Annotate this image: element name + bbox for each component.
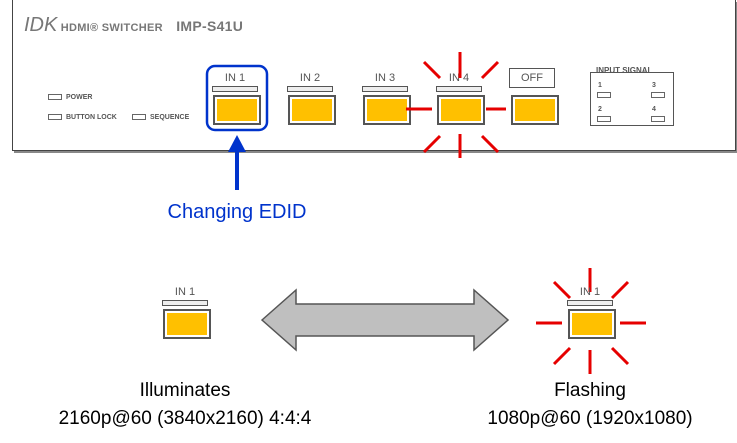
signal-led-2-icon bbox=[597, 116, 611, 122]
brand-header: IDK HDMI® SWITCHER IMP-S41U bbox=[24, 14, 243, 37]
right-format-caption: 1080p@60 (1920x1080) bbox=[487, 408, 693, 429]
legend-illuminated-button bbox=[164, 310, 210, 338]
signal-num-1: 1 bbox=[598, 82, 602, 89]
in2-indicator bbox=[287, 86, 333, 92]
right-state-caption: Flashing bbox=[554, 380, 626, 401]
in2-button[interactable] bbox=[289, 96, 335, 124]
model-name: IMP-S41U bbox=[176, 18, 244, 34]
legend-flashing-button bbox=[569, 310, 615, 338]
input-signal-title: INPUT SIGNAL bbox=[596, 66, 653, 75]
led-button-lock: BUTTON LOCK bbox=[48, 114, 117, 121]
sequence-led-icon bbox=[132, 114, 146, 121]
power-led-icon bbox=[48, 94, 62, 101]
led-sequence: SEQUENCE bbox=[132, 114, 189, 121]
annotation-text: Changing EDID bbox=[167, 201, 307, 223]
led-label-power: POWER bbox=[66, 94, 93, 101]
input-signal-box bbox=[590, 72, 674, 126]
legend-right-indicator bbox=[567, 300, 613, 306]
in2-label: IN 2 bbox=[299, 72, 321, 84]
signal-num-2: 2 bbox=[598, 106, 602, 113]
signal-led-3-icon bbox=[651, 92, 665, 98]
in1-label: IN 1 bbox=[224, 72, 246, 84]
off-button[interactable] bbox=[512, 96, 558, 124]
legend-left-label: IN 1 bbox=[174, 286, 196, 298]
off-label: OFF bbox=[509, 68, 555, 88]
led-label-button-lock: BUTTON LOCK bbox=[66, 114, 117, 121]
button-lock-led-icon bbox=[48, 114, 62, 121]
in4-flash-rays-icon bbox=[406, 52, 506, 158]
in3-button[interactable] bbox=[364, 96, 410, 124]
signal-num-3: 3 bbox=[652, 82, 656, 89]
in4-button[interactable] bbox=[438, 96, 484, 124]
idk-logo: IDK bbox=[24, 14, 58, 36]
in3-label: IN 3 bbox=[374, 72, 396, 84]
in1-button[interactable] bbox=[214, 96, 260, 124]
led-power: POWER bbox=[48, 94, 92, 101]
in1-highlight-ring bbox=[205, 64, 269, 132]
in3-indicator bbox=[362, 86, 408, 92]
signal-led-4-icon bbox=[651, 116, 665, 122]
double-arrow-icon bbox=[260, 288, 510, 352]
signal-num-4: 4 bbox=[652, 106, 656, 113]
legend-left-indicator bbox=[162, 300, 208, 306]
product-name: HDMI® SWITCHER bbox=[60, 22, 163, 34]
left-state-caption: Illuminates bbox=[139, 380, 231, 401]
flashing-rays-icon bbox=[536, 268, 646, 374]
legend-right-label: IN 1 bbox=[579, 286, 601, 298]
led-label-sequence: SEQUENCE bbox=[150, 114, 190, 121]
signal-led-1-icon bbox=[597, 92, 611, 98]
in1-indicator bbox=[212, 86, 258, 92]
left-format-caption: 2160p@60 (3840x2160) 4:4:4 bbox=[58, 408, 312, 429]
in4-indicator bbox=[436, 86, 482, 92]
edid-arrow-head bbox=[228, 135, 246, 152]
